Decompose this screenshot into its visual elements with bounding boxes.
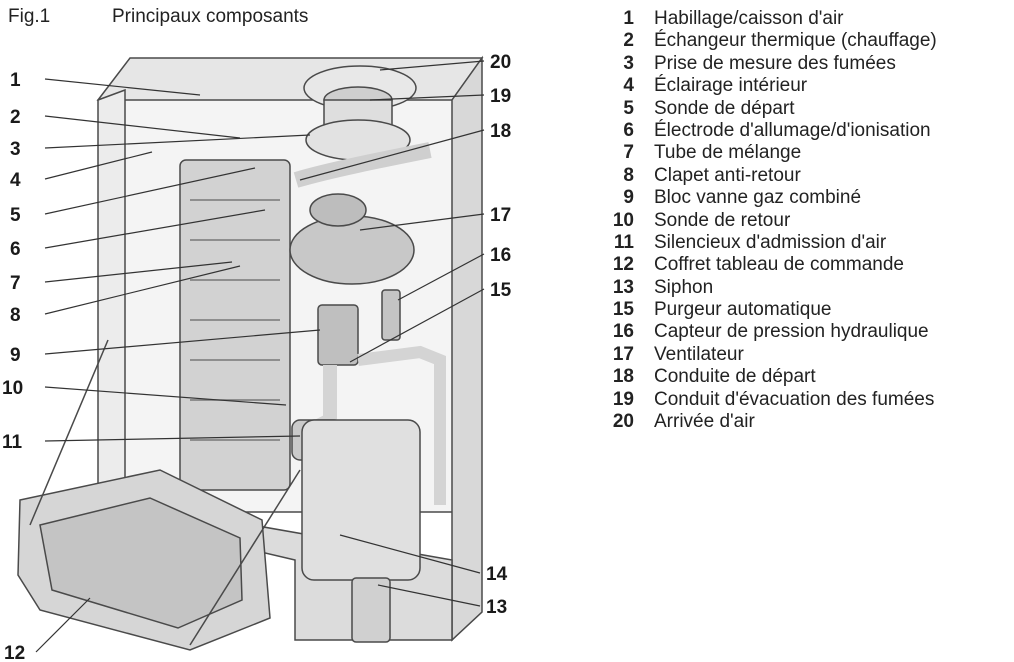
- callout-1: 1: [10, 70, 21, 91]
- callout-9: 9: [10, 345, 21, 366]
- callout-12: 12: [4, 643, 25, 662]
- callout-19: 19: [490, 86, 511, 107]
- callout-3: 3: [10, 139, 21, 160]
- pressure-sensor: [381, 289, 401, 341]
- figure-number: Fig.1: [8, 6, 51, 27]
- siphon-tube: [351, 577, 391, 643]
- callout-10: 10: [2, 378, 23, 399]
- callout-7: 7: [10, 273, 21, 294]
- callout-2: 2: [10, 107, 21, 128]
- casing-left-wall: [97, 88, 126, 522]
- control-panel-face: [39, 497, 243, 629]
- callout-14: 14: [486, 564, 508, 585]
- hinge-rod-left: [29, 339, 109, 526]
- callout-17: 17: [490, 205, 511, 226]
- callout-4: 4: [10, 170, 21, 191]
- siphon-housing: [301, 419, 421, 581]
- casing-top: [96, 57, 484, 101]
- gas-valve: [317, 304, 359, 366]
- figure-caption: Fig.1 Principaux composants: [8, 6, 308, 28]
- callout-numbers: 1 2 3 4 5 6 7 8 9 10 11 12 13 14 15 16 1…: [2, 52, 512, 662]
- callout-11: 11: [2, 432, 23, 453]
- boiler-illustration: [17, 55, 484, 651]
- fan-grille: [309, 193, 367, 227]
- callout-5: 5: [10, 205, 21, 226]
- callout-15: 15: [490, 280, 512, 301]
- callout-8: 8: [10, 305, 21, 326]
- callout-18: 18: [490, 121, 511, 142]
- side-pipe: [357, 345, 446, 505]
- exchanger-fins: [190, 199, 280, 441]
- heat-exchanger: [179, 159, 291, 491]
- fan: [289, 215, 415, 285]
- casing-right-wall: [451, 55, 483, 642]
- callout-6: 6: [10, 239, 21, 260]
- figure-title: Principaux composants: [112, 6, 309, 27]
- hinge-rod-right: [189, 469, 301, 646]
- leader-lines: [35, 60, 485, 653]
- callout-13: 13: [486, 597, 507, 618]
- callout-20: 20: [490, 52, 511, 73]
- callout-16: 16: [490, 245, 511, 266]
